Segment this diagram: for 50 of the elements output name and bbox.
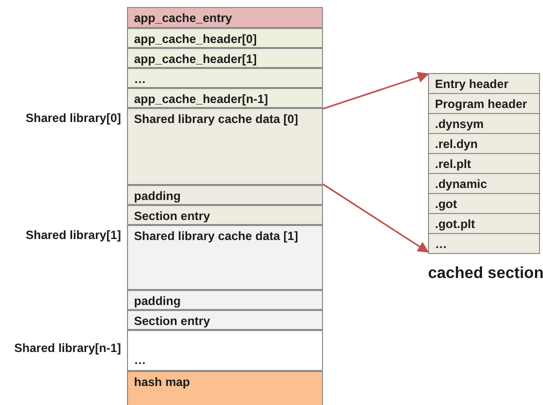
- memory-block: [127, 28, 323, 48]
- block-label: Shared library cache data [0]: [134, 112, 298, 126]
- block-label: .got: [435, 197, 457, 211]
- memory-block: [127, 310, 323, 330]
- memory-block: [428, 73, 540, 94]
- side-label: Shared library[n-1]: [14, 341, 121, 355]
- memory-block: [127, 290, 323, 310]
- memory-block: [428, 193, 540, 214]
- block-label: app_cache_header[n-1]: [134, 92, 268, 106]
- block-label: Shared library cache data [1]: [134, 229, 298, 243]
- memory-block: [127, 48, 323, 68]
- memory-block: [428, 213, 540, 234]
- side-label: Shared library[1]: [26, 228, 121, 242]
- block-label: app_cache_header[0]: [134, 32, 257, 46]
- block-label: .rel.dyn: [435, 137, 478, 151]
- block-label: .got.plt: [435, 217, 475, 231]
- memory-block: [127, 7, 323, 28]
- arrow: [322, 72, 430, 110]
- block-label: padding: [134, 189, 181, 203]
- memory-block: [127, 371, 323, 405]
- memory-block: [127, 330, 323, 371]
- block-label: hash map: [134, 375, 190, 389]
- memory-block: [428, 133, 540, 154]
- side-label: Shared library[0]: [26, 111, 121, 125]
- block-label: Section entry: [134, 314, 210, 328]
- block-label: …: [134, 353, 146, 367]
- memory-block: [428, 153, 540, 174]
- memory-block: [127, 205, 323, 225]
- memory-block: [428, 233, 540, 254]
- block-label: …: [435, 237, 447, 251]
- block-label: .rel.plt: [435, 157, 472, 171]
- block-label: .dynsym: [435, 117, 484, 131]
- memory-block: [127, 225, 323, 290]
- block-label: app_cache_header[1]: [134, 52, 257, 66]
- block-label: …: [134, 72, 146, 86]
- block-label: Program header: [435, 97, 528, 111]
- block-label: .dynamic: [435, 177, 488, 191]
- memory-block: [428, 113, 540, 134]
- memory-block: [127, 88, 323, 108]
- block-label: padding: [134, 294, 181, 308]
- block-label: app_cache_entry: [134, 11, 232, 25]
- memory-block: [127, 108, 323, 185]
- memory-block: [428, 173, 540, 194]
- memory-block: [127, 185, 323, 205]
- memory-block: [428, 93, 540, 114]
- block-label: Entry header: [435, 77, 508, 91]
- stack-caption: cached section: [428, 265, 543, 283]
- block-label: Section entry: [134, 209, 210, 223]
- memory-block: [127, 68, 323, 88]
- arrow: [322, 184, 429, 253]
